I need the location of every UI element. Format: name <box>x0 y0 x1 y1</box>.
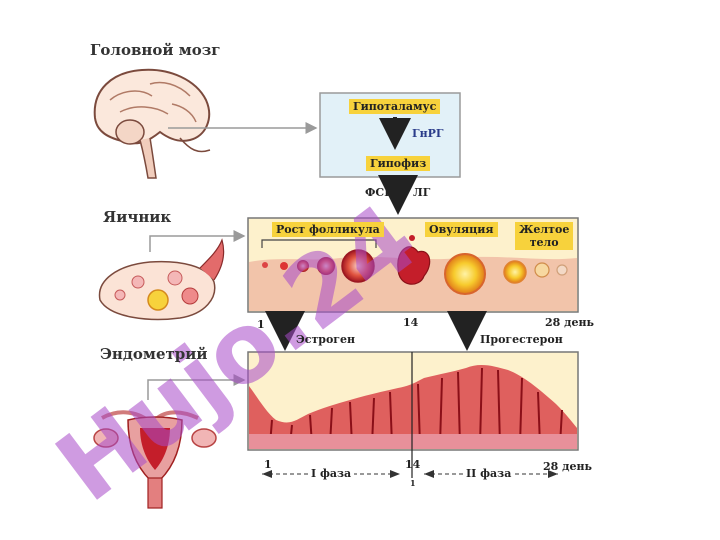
estrogen-label: Эстроген <box>296 333 356 346</box>
lh-label: ЛГ <box>413 186 431 199</box>
endometrium-base-layer <box>249 434 577 449</box>
uterus-illustration <box>93 410 217 509</box>
phase-mid-mark: 1 <box>410 478 416 488</box>
endometrium-day1: 1 <box>264 458 272 471</box>
phase-1-label: I фаза <box>308 467 355 480</box>
ovary-pointer-arrow <box>149 230 246 252</box>
ovary-day28: 28 день <box>545 316 594 329</box>
follicle-growth-bracket <box>261 239 377 248</box>
follicle-growth-label: Рост фолликула <box>272 222 384 237</box>
corpus-luteum-line1: Желтое <box>519 223 570 236</box>
pituitary-label: Гипофиз <box>366 156 431 171</box>
corpus-luteum-line2: тело <box>529 236 559 249</box>
corpus-luteum-label: Желтое тело <box>515 222 574 250</box>
ovary-day1: 1 <box>257 318 265 331</box>
follicle-sequence <box>262 235 568 295</box>
endometrium-pointer-arrow <box>147 374 246 400</box>
ovulation-label: Овуляция <box>425 222 498 237</box>
endometrium-day28: 28 день <box>543 460 592 473</box>
progesterone-label: Прогестерон <box>480 333 563 346</box>
ovary-illustration <box>98 238 225 321</box>
endometrium-label: Эндометрий <box>100 345 208 363</box>
brain-illustration <box>93 68 211 179</box>
brain-label: Головной мозг <box>90 41 221 59</box>
endometrium-day14: 14 <box>405 458 421 471</box>
fsh-label: ФСГ <box>365 186 392 199</box>
ovary-label: Яичник <box>103 208 172 226</box>
ovary-day14: 14 <box>403 316 419 329</box>
hypothalamus-label: Гипоталамус <box>349 99 441 114</box>
gnrh-label: ГнРГ <box>412 127 444 140</box>
phase-2-label: II фаза <box>463 467 515 480</box>
